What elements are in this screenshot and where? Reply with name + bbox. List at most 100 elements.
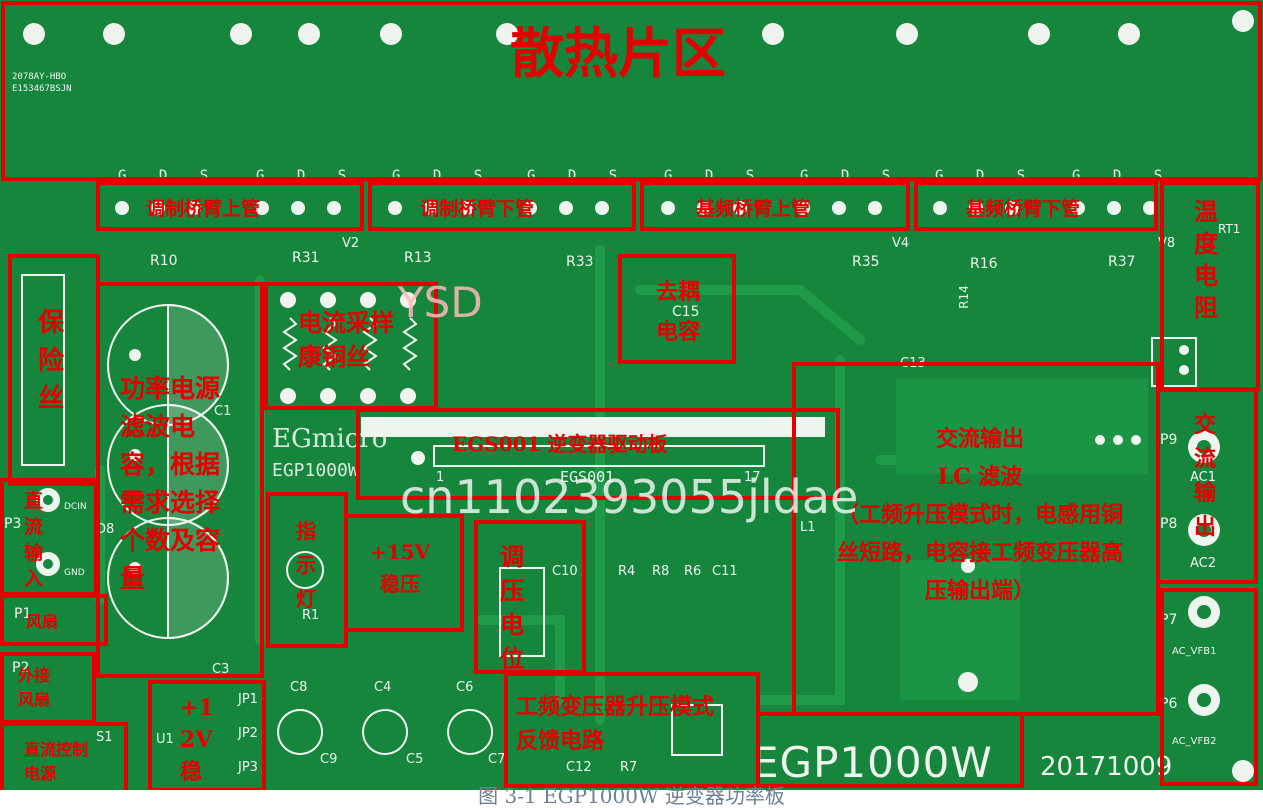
c10-label: C10 [552, 564, 578, 579]
r4-label: R4 [618, 564, 636, 579]
r35-label: R35 [852, 254, 880, 270]
heatsink-zone-box [1, 1, 1262, 181]
ac2-label: AC2 [1190, 556, 1217, 571]
p7-label: P7 [1160, 612, 1178, 628]
corner-silk-text: 2078AY-HBO [12, 72, 67, 82]
v2-label: V2 [342, 236, 360, 251]
reg-15v-label: +15V稳压 [369, 540, 431, 596]
u1-label: U1 [156, 732, 174, 747]
r31-label: R31 [292, 250, 320, 266]
r14-label: R14 [956, 285, 971, 309]
board-date-silk: 20171009 [1040, 752, 1173, 782]
gnd-label: GND [64, 568, 85, 578]
jp3-label: JP3 [238, 760, 258, 775]
r6-label: R6 [684, 564, 702, 579]
c3-label: C3 [212, 662, 230, 677]
center-watermark: cn1102393055jldae [400, 470, 859, 524]
mounting-hole [103, 23, 125, 45]
copper-traces [21, 201, 1220, 756]
logo-sub-silk: EGP1000W [272, 460, 359, 481]
heatsink-label: 散热片区 [510, 21, 726, 85]
ac-vfb2-label: AC_VFB2 [1172, 736, 1217, 747]
p3-label: P3 [4, 516, 22, 532]
r13-label: R13 [404, 250, 432, 266]
pin17-label: 17 [744, 470, 761, 485]
voltage-adjust-box [474, 520, 586, 674]
v4-label: V4 [892, 236, 910, 251]
c8-label: C8 [290, 680, 308, 695]
fan-box [0, 594, 108, 646]
c5-label: C5 [406, 752, 424, 767]
l1-label: L1 [800, 520, 816, 535]
sp-bridge-high-box [96, 181, 364, 231]
jp2-label: JP2 [238, 726, 258, 741]
voltage-adjust-label: 调压电位 [500, 542, 524, 673]
current-sense-label: 电流采样康铜丝 [298, 308, 394, 371]
r7-label: R7 [620, 760, 638, 775]
r10-label: R10 [150, 253, 178, 269]
decoupling-cap-label: 去耦电容 [655, 279, 700, 345]
d8-label: D8 [96, 522, 115, 537]
fuse-label: 保险丝 [38, 308, 65, 414]
feedback-circuit-label: 工频变压器升压模式反馈电路 [516, 694, 715, 754]
filter-cap-box [96, 282, 264, 678]
ac-output-box [1156, 388, 1258, 584]
ac1-label: AC1 [1190, 470, 1217, 485]
dc-switch-box [0, 722, 128, 790]
mounting-hole [230, 23, 252, 45]
ac-output-label: 交流输出 [1194, 412, 1217, 540]
c15-label: C15 [672, 304, 700, 320]
filter-cap-label: 功率电源滤波电容，根据需求选择个数及容量 [120, 374, 221, 593]
mounting-hole [23, 23, 45, 45]
pf-bridge-high-box [640, 181, 910, 231]
r1-label: R1 [302, 608, 320, 623]
feedback-terminals-box [1160, 588, 1258, 786]
figure-caption: 图 3-1 EGP1000W 逆变器功率板 [478, 784, 785, 808]
feedback-circuit-box-ext [756, 712, 1024, 788]
feedback-circuit-box [504, 672, 760, 788]
mounting-hole [1232, 760, 1254, 782]
driver-module-silk: EGS001 [560, 468, 615, 486]
temp-resistor-label: 温度电阻 [1194, 197, 1218, 322]
r33-label: R33 [566, 254, 594, 270]
ext-fan-label: 外接风扇 [18, 666, 51, 709]
rt1-label: RT1 [1218, 222, 1241, 236]
corner-silk-text: E153467BSJN [12, 84, 72, 94]
ac-filter-label: 交流输出 LC 滤波 （工频升压模式时，电感用铜丝短路，电容接工频变压器高压输出… [836, 426, 1123, 604]
mounting-hole [896, 23, 918, 45]
mounting-hole [1232, 10, 1254, 32]
c12-label: C12 [566, 760, 592, 775]
reg-15v-box [344, 514, 464, 632]
mounting-hole [958, 672, 978, 692]
dcin-label: DCIN [64, 502, 87, 512]
dc-switch-label: 直流控制电源 [24, 740, 89, 783]
driver-board-label: EGS001 逆变器驱动板 [452, 432, 668, 456]
p6-label: P6 [1160, 696, 1178, 712]
mounting-hole [1118, 23, 1140, 45]
mounting-hole [380, 23, 402, 45]
mounting-hole [298, 23, 320, 45]
jp1-label: JP1 [238, 692, 258, 707]
pf-bridge-high-label: 基频桥臂上管 [696, 198, 811, 220]
sp-bridge-low-label: 调制桥臂下管 [420, 198, 535, 220]
mounting-hole [496, 23, 518, 45]
pf-bridge-low-box [914, 181, 1158, 231]
mounting-hole [1028, 23, 1050, 45]
board-name-silk: EGP1000W [752, 738, 993, 787]
dc-input-label: 直流输入 [24, 490, 44, 590]
p9-label: P9 [1160, 432, 1178, 448]
mounting-hole [762, 23, 784, 45]
c4-label: C4 [374, 680, 392, 695]
p8-label: P8 [1160, 516, 1178, 532]
indicator-label: 指示灯 [296, 519, 316, 611]
reg-12v-label: +12V稳压 [180, 695, 214, 785]
sp-bridge-low-box [368, 181, 636, 231]
pin1-label: 1 [436, 470, 445, 485]
r37-label: R37 [1108, 254, 1136, 270]
c1-label: C1 [214, 404, 232, 419]
driver-board-box [356, 408, 840, 500]
c6-label: C6 [456, 680, 474, 695]
logo-silk: EGmicro [272, 424, 388, 454]
corner-watermark: YSD [398, 278, 483, 327]
r16-label: R16 [970, 256, 998, 272]
